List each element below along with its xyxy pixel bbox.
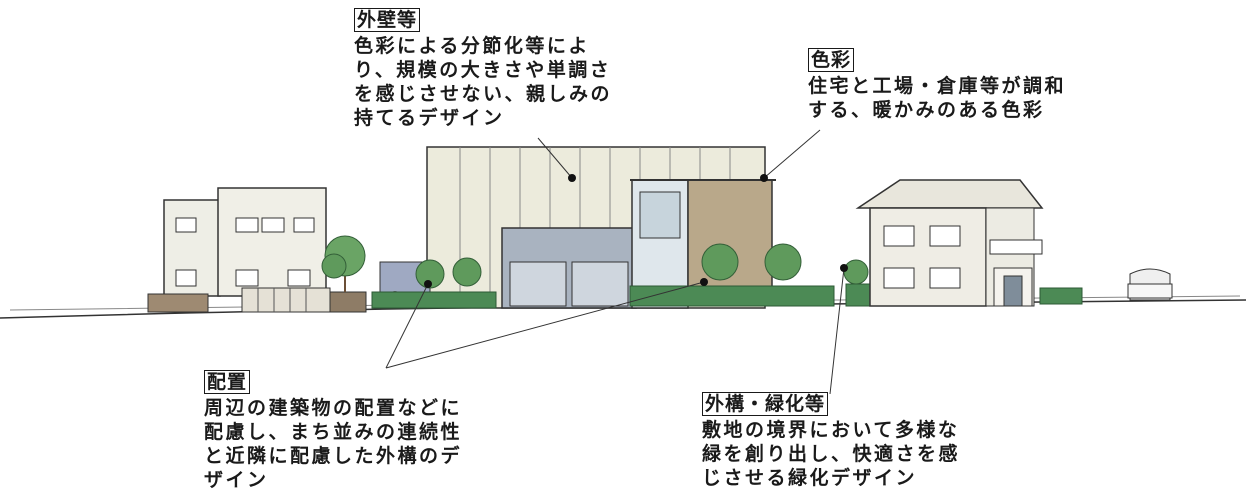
- annotation-exterior-wall: 外壁等 色彩による分節化等によ り、規模の大きさや単調さ を感じさせない、親しみ…: [354, 8, 612, 130]
- annotation-title: 配置: [204, 370, 251, 394]
- leader-dots: [424, 174, 848, 288]
- car: [1127, 268, 1173, 301]
- annotation-body: 敷地の境界において多様な 緑を創り出し、快適さを感 じさせる緑化デザイン: [702, 419, 961, 489]
- annotation-body: 周辺の建築物の配置などに 配慮し、まち並みの連続性 と近隣に配慮した外構のデ ザ…: [204, 397, 463, 491]
- annotation-layout: 配置 周辺の建築物の配置などに 配慮し、まち並みの連続性 と近隣に配慮した外構の…: [204, 370, 462, 492]
- trees-factory: [415, 243, 869, 289]
- annotation-body: 住宅と工場・倉庫等が調和 する、暖かみのある色彩: [808, 75, 1067, 121]
- left-apartment-building: [163, 187, 327, 297]
- fence: [147, 287, 367, 313]
- annotation-title: 色彩: [808, 48, 855, 72]
- annotation-body: 色彩による分節化等によ り、規模の大きさや単調さ を感じさせない、親しみの 持て…: [354, 35, 613, 129]
- annotation-color: 色彩 住宅と工場・倉庫等が調和 する、暖かみのある色彩: [808, 48, 1066, 122]
- annotation-title: 外壁等: [354, 8, 421, 32]
- factory-building: [426, 146, 776, 309]
- leader-lines: [385, 129, 845, 395]
- right-house: [855, 179, 1044, 307]
- tree-left: [321, 235, 366, 292]
- annotation-title: 外構・緑化等: [702, 392, 829, 416]
- annotation-landscaping: 外構・緑化等 敷地の境界において多様な 緑を創り出し、快適さを感 じさせる緑化デ…: [702, 392, 960, 490]
